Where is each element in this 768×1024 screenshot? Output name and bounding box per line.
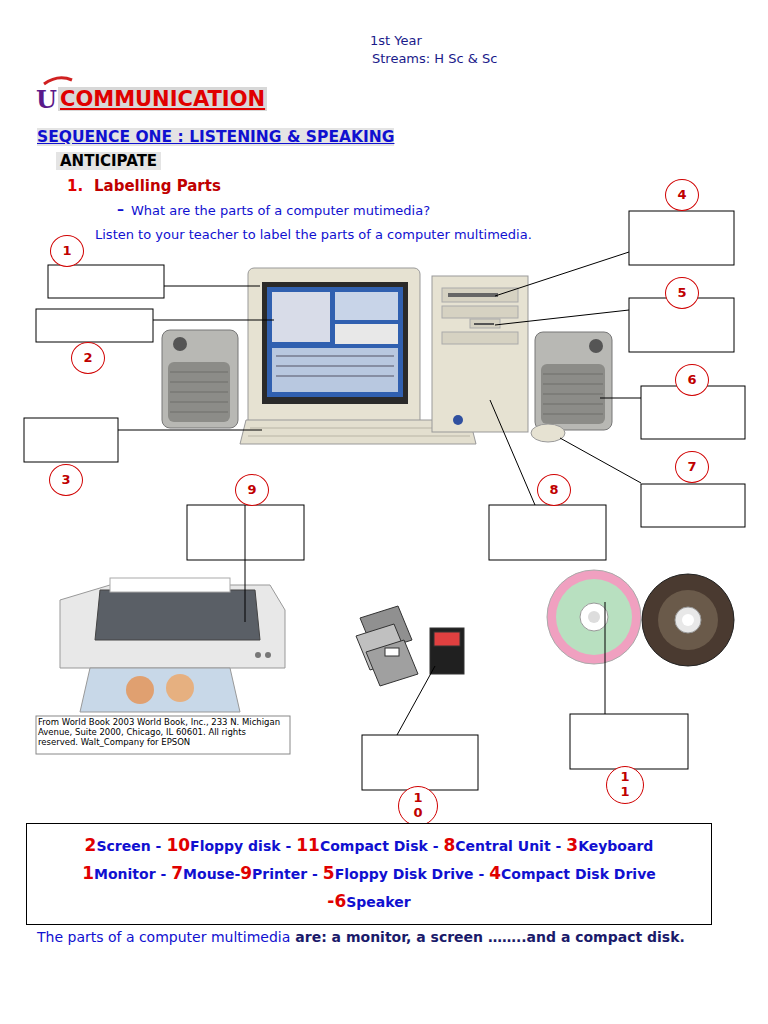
answer-number: 8 (443, 835, 455, 855)
callout-number: 11 (606, 766, 644, 804)
callout-number: 2 (71, 342, 105, 374)
answer-number: 9 (240, 863, 252, 883)
callout-text: 2 (83, 351, 92, 366)
callout-text: 1 (62, 244, 71, 259)
callout-text: 6 (687, 373, 696, 388)
text-label: Streams: H Sc & Sc (372, 51, 497, 66)
text-label: SEQUENCE ONE : LISTENING & SPEAKING (37, 128, 394, 146)
text-label: 1st Year (370, 33, 422, 48)
answer-word: Screen - (96, 838, 161, 854)
callout-number: 3 (49, 464, 83, 496)
answer-number: 11 (296, 835, 320, 855)
callout-number: 9 (235, 474, 269, 506)
footer-line: The parts of a computer multimedia are: a… (37, 929, 685, 945)
answer-word: Speaker (346, 894, 410, 910)
answer-word: Monitor - (94, 866, 166, 882)
answer-number: 1 (82, 863, 94, 883)
answer-word: Mouse- (183, 866, 240, 882)
callout-text: 11 (620, 770, 629, 800)
callout-text: 4 (677, 188, 686, 203)
answer-word: - (327, 891, 334, 911)
answer-number: 6 (334, 891, 346, 911)
answer-number: 4 (489, 863, 501, 883)
answer-key-box: 2Screen - 10Floppy disk - 11Compact Disk -… (26, 823, 712, 925)
text-label: Listen to your teacher to label the part… (95, 227, 532, 242)
answer-number: 10 (166, 835, 190, 855)
sentence-part: The parts of a computer multimedia (37, 929, 290, 945)
answer-word: Floppy Disk Drive - (335, 866, 485, 882)
answer-word: Compact Disk - (320, 838, 439, 854)
answer-number: 7 (171, 863, 183, 883)
answer-word: Compact Disk Drive (501, 866, 656, 882)
callout-number: 10 (398, 786, 438, 826)
text-label: What are the parts of a computer mutimed… (131, 203, 430, 218)
text-label: From World Book 2003 World Book, Inc., 2… (38, 717, 288, 748)
callout-number: 1 (50, 235, 84, 267)
title: COMMUNICATION (58, 87, 267, 111)
answer-word: Keyboard (578, 838, 653, 854)
sentence-part: are: a monitor, a screen ……..and a compa… (295, 929, 685, 945)
text-label: Labelling Parts (94, 177, 221, 195)
item-number: 1. (67, 177, 83, 195)
answer-word: Floppy disk - (190, 838, 291, 854)
section-heading: ANTICIPATE (56, 152, 161, 170)
answer-number: 3 (566, 835, 578, 855)
callout-text: 7 (687, 460, 696, 475)
callout-number: 7 (675, 451, 709, 483)
callout-number: 8 (537, 474, 571, 506)
callout-text: 10 (413, 791, 422, 821)
answer-word: Printer - (252, 866, 318, 882)
callout-text: 5 (677, 286, 686, 301)
text-label: – (117, 201, 124, 217)
answer-word: Central Unit - (455, 838, 561, 854)
answer-number: 2 (85, 835, 97, 855)
answer-number: 5 (323, 863, 335, 883)
callout-number: 6 (675, 364, 709, 396)
callout-text: 9 (247, 483, 256, 498)
logo-letter: U (36, 85, 57, 114)
callout-number: 4 (665, 179, 699, 211)
callout-text: 8 (549, 483, 558, 498)
callout-text: 3 (61, 473, 70, 488)
callout-number: 5 (665, 277, 699, 309)
